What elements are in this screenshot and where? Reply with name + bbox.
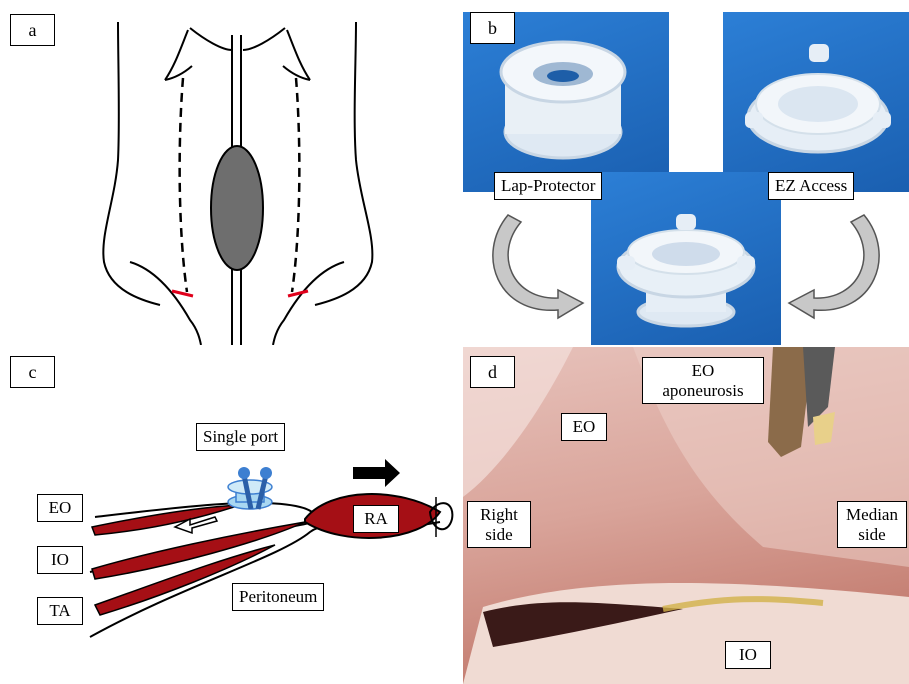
- panel-d: d EO EO aponeurosis Right side Median si…: [463, 347, 909, 684]
- median-side-line1: Median: [844, 505, 900, 525]
- ez-access-label: EZ Access: [768, 172, 854, 200]
- median-side-label: Median side: [837, 501, 907, 548]
- panel-a: a: [0, 0, 455, 345]
- ra-label: RA: [353, 505, 399, 533]
- abdomen-outline-diagram: [0, 0, 455, 345]
- panel-a-tag: a: [10, 14, 55, 46]
- eo-photo-label: EO: [561, 413, 607, 441]
- gray-oval: [211, 146, 263, 270]
- panel-b-tag: b: [470, 12, 515, 44]
- single-port-icon: [228, 467, 272, 509]
- io-photo-label: IO: [725, 641, 771, 669]
- right-side-line2: side: [474, 525, 524, 545]
- panel-c-tag: c: [10, 356, 55, 388]
- io-label: IO: [37, 546, 83, 574]
- median-side-line2: side: [844, 525, 900, 545]
- right-side-line1: Right: [474, 505, 524, 525]
- eo-aponeurosis-line1: EO: [649, 361, 757, 381]
- panel-b: b Lap-Protector EZ Access: [463, 0, 909, 345]
- lap-protector-label: Lap-Protector: [494, 172, 602, 200]
- single-port-label: Single port: [196, 423, 285, 451]
- panel-d-tag: d: [470, 356, 515, 388]
- right-side-label: Right side: [467, 501, 531, 548]
- black-arrow: [353, 459, 400, 487]
- eo-aponeurosis-line2: aponeurosis: [649, 381, 757, 401]
- panel-c: c Single port EO IO TA RA Peritoneum: [0, 347, 455, 684]
- peritoneum-label: Peritoneum: [232, 583, 324, 611]
- eo-label: EO: [37, 494, 83, 522]
- left-curved-arrow: [493, 215, 583, 318]
- ta-label: TA: [37, 597, 83, 625]
- right-curved-arrow: [789, 215, 879, 318]
- eo-aponeurosis-label: EO aponeurosis: [642, 357, 764, 404]
